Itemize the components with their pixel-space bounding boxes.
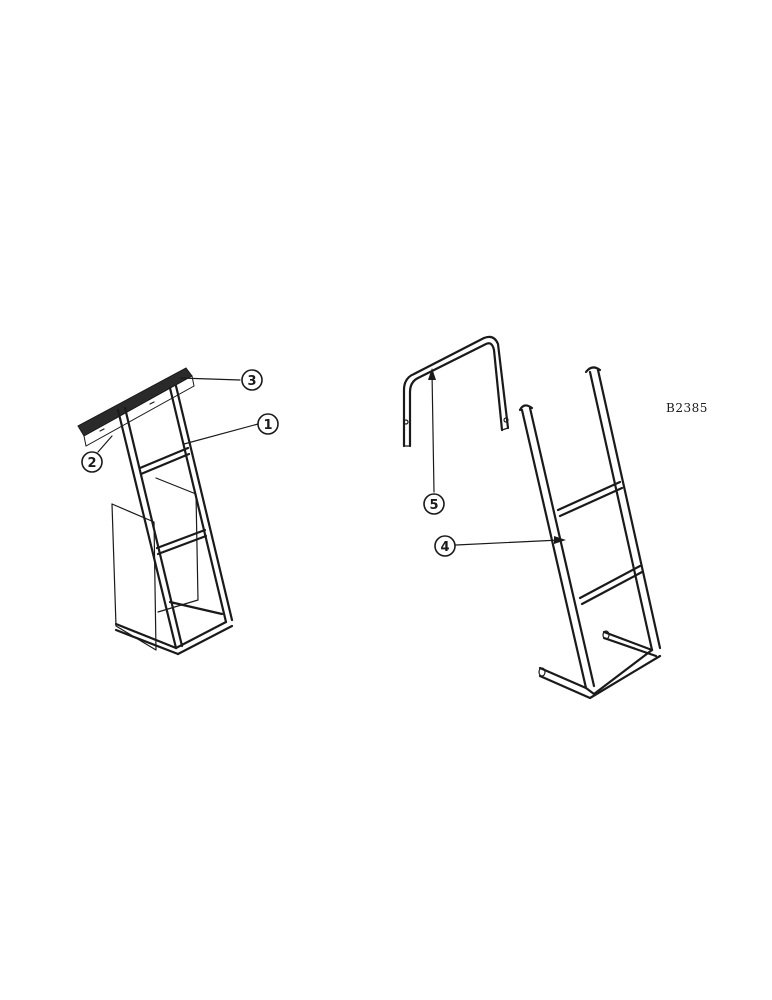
callout-5: 5 [423,493,445,515]
leader-line-1 [183,423,259,445]
ladder-bottom-loop [114,600,234,656]
mounting-bracket [77,367,195,447]
callout-4-label: 4 [440,540,449,555]
callout-2: 2 [81,451,103,473]
step-ladder [455,366,662,700]
side-panel-right [155,477,199,613]
side-panel-left [111,503,157,651]
callout-1: 1 [257,413,279,435]
grab-handle [402,335,510,493]
callout-5-label: 5 [429,498,438,513]
callout-3: 3 [241,369,263,391]
callout-2-label: 2 [87,456,96,471]
callout-4: 4 [434,535,456,557]
ladder-rungs [138,446,208,556]
ladder-rails [116,384,234,650]
leader-line-4 [455,539,561,546]
left-ladder-assembly [77,367,259,656]
callout-3-label: 3 [247,374,256,389]
leader-line-2 [97,435,113,453]
reference-code: B2385 [666,401,708,415]
leader-line-5 [431,371,435,493]
leader-line-3 [179,377,241,381]
callout-1-label: 1 [263,418,272,433]
